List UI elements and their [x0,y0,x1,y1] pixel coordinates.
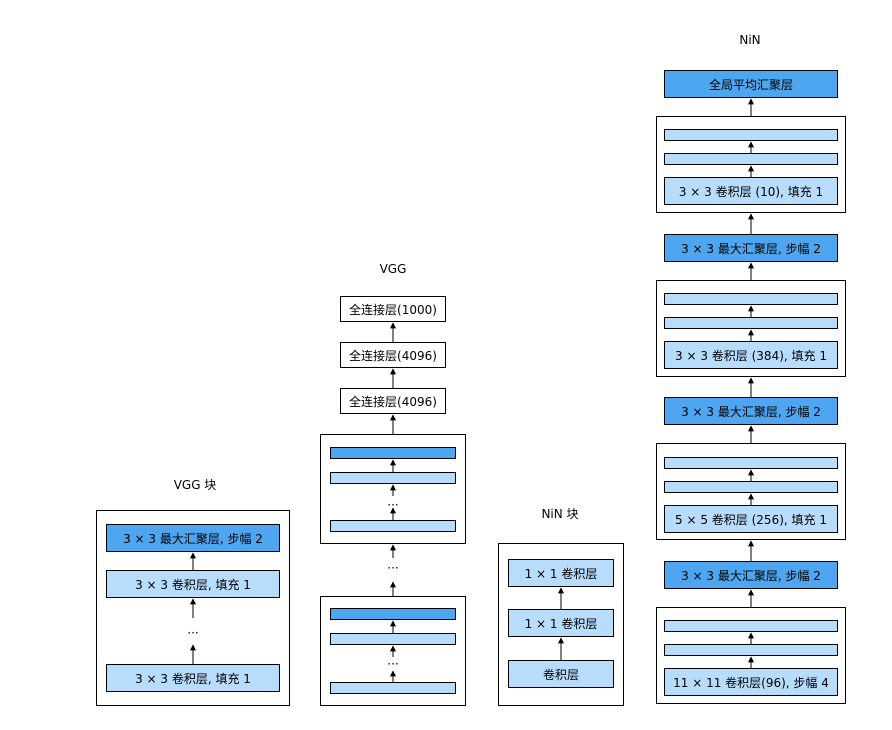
nin-global-avg-pool: 全局平均汇聚层 [664,70,838,98]
nin-block-4-bar-mid [664,153,838,165]
nin-title: NiN [739,33,761,47]
vgg-upper-conv-bar-bottom [330,520,456,532]
nin-block-3-conv: 3 × 3 卷积层 (384), 填充 1 [664,341,838,369]
vgg-block-conv-bottom: 3 × 3 卷积层, 填充 1 [106,664,280,692]
nin-block-2-bar-mid [664,481,838,493]
nin-pool-1: 3 × 3 最大汇聚层, 步幅 2 [664,561,838,589]
vgg-block-conv-top: 3 × 3 卷积层, 填充 1 [106,570,280,598]
vgg-block-pool: 3 × 3 最大汇聚层, 步幅 2 [106,524,280,552]
vgg-fc-4096-top: 全连接层(4096) [340,342,446,368]
nin-block-conv: 卷积层 [508,660,614,688]
nin-block-4-bar-top [664,129,838,141]
nin-block-2-bar-top [664,457,838,469]
vgg-upper-pool-bar [330,447,456,459]
vgg-lower-pool-bar [330,608,456,620]
vgg-upper-conv-bar [330,472,456,484]
vgg-block-title: VGG 块 [173,478,217,492]
nin-block-1-bar-top [664,620,838,632]
nin-block-conv1x1-top: 1 × 1 卷积层 [508,559,614,587]
vgg-fc-1000: 全连接层(1000) [340,296,446,322]
nin-block-conv1x1-mid: 1 × 1 卷积层 [508,609,614,637]
nin-block-1-bar-mid [664,644,838,656]
nin-block-3-bar-mid [664,317,838,329]
nin-pool-3: 3 × 3 最大汇聚层, 步幅 2 [664,234,838,262]
vgg-between-ellipsis: ··· [387,561,399,575]
vgg-lower-conv-bar [330,633,456,645]
nin-block-2-conv: 5 × 5 卷积层 (256), 填充 1 [664,505,838,533]
vgg-title: VGG [379,262,407,276]
nin-block-4-conv: 3 × 3 卷积层 (10), 填充 1 [664,177,838,205]
vgg-lower-ellipsis: ··· [387,657,399,671]
vgg-fc-4096-bottom: 全连接层(4096) [340,388,446,414]
nin-block-3-bar-top [664,293,838,305]
nin-pool-2: 3 × 3 最大汇聚层, 步幅 2 [664,397,838,425]
vgg-upper-ellipsis: ··· [387,498,399,512]
nin-block-title: NiN 块 [541,507,579,521]
vgg-lower-conv-bar-bottom [330,682,456,694]
vgg-block-ellipsis: ··· [187,626,199,640]
nin-block-1-conv: 11 × 11 卷积层(96), 步幅 4 [664,668,838,696]
